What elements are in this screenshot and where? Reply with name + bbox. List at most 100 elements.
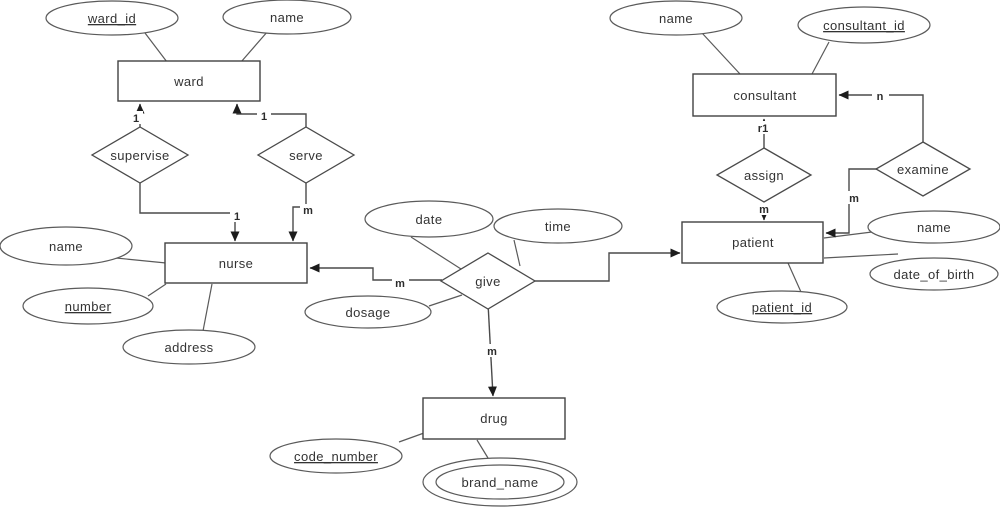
- edge-serve-ward: [232, 103, 307, 128]
- attribute-consultant-name: name: [609, 0, 743, 36]
- relationship-serve-label: serve: [289, 148, 323, 163]
- attribute-consultant-name-label: name: [659, 11, 693, 26]
- cardinality-supervise-nurse: 1: [234, 211, 240, 223]
- edge-give-patient: [535, 248, 681, 282]
- entity-nurse-shape: [164, 242, 308, 284]
- relationship-assign: assign: [715, 147, 813, 203]
- edge-nursename-nurse: [115, 257, 167, 264]
- attribute-consultant-id-shape: [797, 6, 931, 44]
- cardinality-examine-consultant: n: [877, 91, 884, 103]
- attribute-nurse-number-shape: [22, 287, 154, 325]
- attribute-nurse-name: name: [0, 226, 133, 266]
- edge-codenumber-drug: [398, 432, 425, 443]
- cardinality-give-nurse: m: [395, 278, 405, 290]
- entity-consultant-label: consultant: [733, 88, 796, 103]
- relationship-supervise-shape: [90, 126, 190, 184]
- edge-give-nurse: [309, 263, 442, 281]
- edge-examine-consultant: [838, 90, 924, 142]
- entity-drug-shape: [422, 397, 566, 440]
- attribute-nurse-address-shape: [122, 329, 256, 365]
- entity-consultant: consultant: [692, 73, 837, 117]
- edge-address-nurse: [202, 283, 213, 332]
- entity-patient: patient: [681, 221, 824, 264]
- cardinality-bg: [845, 191, 863, 204]
- attribute-patient-name-label: name: [917, 220, 951, 235]
- attribute-patient-dob-shape: [869, 257, 999, 291]
- edge-brandname-drug: [476, 439, 489, 459]
- cardinality-give-drug: m: [487, 346, 497, 358]
- attribute-ward-id-label: ward_id: [87, 11, 136, 26]
- attribute-ward-name: name: [222, 0, 352, 35]
- cardinality-assign-consultant: r1: [758, 123, 768, 135]
- attribute-give-dosage: dosage: [304, 295, 432, 329]
- relationship-give: give: [439, 252, 537, 310]
- attribute-give-time-label: time: [545, 219, 571, 234]
- attribute-patient-dob: date_of_birth: [869, 257, 999, 291]
- attribute-nurse-address: address: [122, 329, 256, 365]
- attribute-patient-dob-label: date_of_birth: [893, 267, 974, 282]
- attribute-consultant-id-label: consultant_id: [823, 18, 905, 33]
- cardinality-bg: [392, 276, 409, 288]
- edge-wardid-ward: [144, 32, 168, 63]
- entity-drug-label: drug: [480, 411, 508, 426]
- attribute-patient-name-shape: [867, 210, 1000, 244]
- cardinality-supervise-ward: 1: [133, 113, 139, 125]
- cardinality-bg: [300, 204, 317, 216]
- relationship-examine-shape: [874, 141, 972, 197]
- attribute-give-date-label: date: [416, 212, 443, 227]
- cardinality-bg: [872, 89, 889, 102]
- attribute-patient-id: patient_id: [716, 290, 848, 324]
- relationship-give-label: give: [475, 274, 500, 289]
- attribute-ward-id: ward_id: [45, 0, 179, 36]
- attribute-drug-code-number-label: code_number: [294, 449, 378, 464]
- edge-patid-patient: [787, 262, 802, 293]
- attribute-give-time: time: [493, 208, 623, 244]
- relationship-examine: examine: [874, 141, 972, 197]
- attribute-nurse-address-label: address: [164, 340, 213, 355]
- cardinality-bg: [129, 111, 143, 124]
- attribute-nurse-name-shape: [0, 226, 133, 266]
- attribute-nurse-number: number: [22, 287, 154, 325]
- edge-serve-nurse: [288, 183, 307, 242]
- attribute-drug-code-number: code_number: [269, 438, 403, 474]
- attribute-ward-id-shape: [45, 0, 179, 36]
- attribute-give-dosage-shape: [304, 295, 432, 329]
- entity-patient-label: patient: [732, 235, 774, 250]
- entity-drug: drug: [422, 397, 566, 440]
- attribute-give-time-shape: [493, 208, 623, 244]
- entity-ward: ward: [117, 60, 261, 102]
- attribute-patient-id-shape: [716, 290, 848, 324]
- cardinality-bg: [257, 109, 271, 122]
- relationship-give-shape: [439, 252, 537, 310]
- attribute-ward-name-label: name: [270, 10, 304, 25]
- cardinality-bg: [751, 121, 776, 134]
- attribute-ward-name-shape: [222, 0, 352, 35]
- attribute-drug-code-number-shape: [269, 438, 403, 474]
- entity-patient-shape: [681, 221, 824, 264]
- attribute-give-dosage-label: dosage: [345, 305, 390, 320]
- cardinality-labels: 1 1 1 m m m r1 m n m: [129, 89, 889, 358]
- edge-date-give: [410, 236, 462, 270]
- relationship-serve-shape: [256, 126, 356, 184]
- attribute-drug-brand-name-inner-shape: [435, 464, 565, 500]
- cardinality-assign-patient: m: [759, 204, 769, 216]
- relationship-assign-label: assign: [744, 168, 784, 183]
- entity-consultant-shape: [692, 73, 837, 117]
- edge-supervise-nurse: [139, 183, 240, 242]
- relationship-assign-shape: [715, 147, 813, 203]
- attribute-patient-name: name: [867, 210, 1000, 244]
- attribute-consultant-id: consultant_id: [797, 6, 931, 44]
- edge-wardname-ward: [240, 30, 269, 63]
- edge-number-nurse: [147, 283, 167, 297]
- cardinality-serve-nurse: m: [303, 205, 313, 217]
- entity-nurse-label: nurse: [219, 256, 254, 271]
- entity-ward-shape: [117, 60, 261, 102]
- relationship-supervise-label: supervise: [110, 148, 169, 163]
- cardinality-bg: [484, 344, 501, 357]
- cardinality-serve-ward: 1: [261, 111, 267, 123]
- attribute-consultant-name-shape: [609, 0, 743, 36]
- edge-consname-consultant: [701, 32, 741, 75]
- attribute-nurse-name-label: name: [49, 239, 83, 254]
